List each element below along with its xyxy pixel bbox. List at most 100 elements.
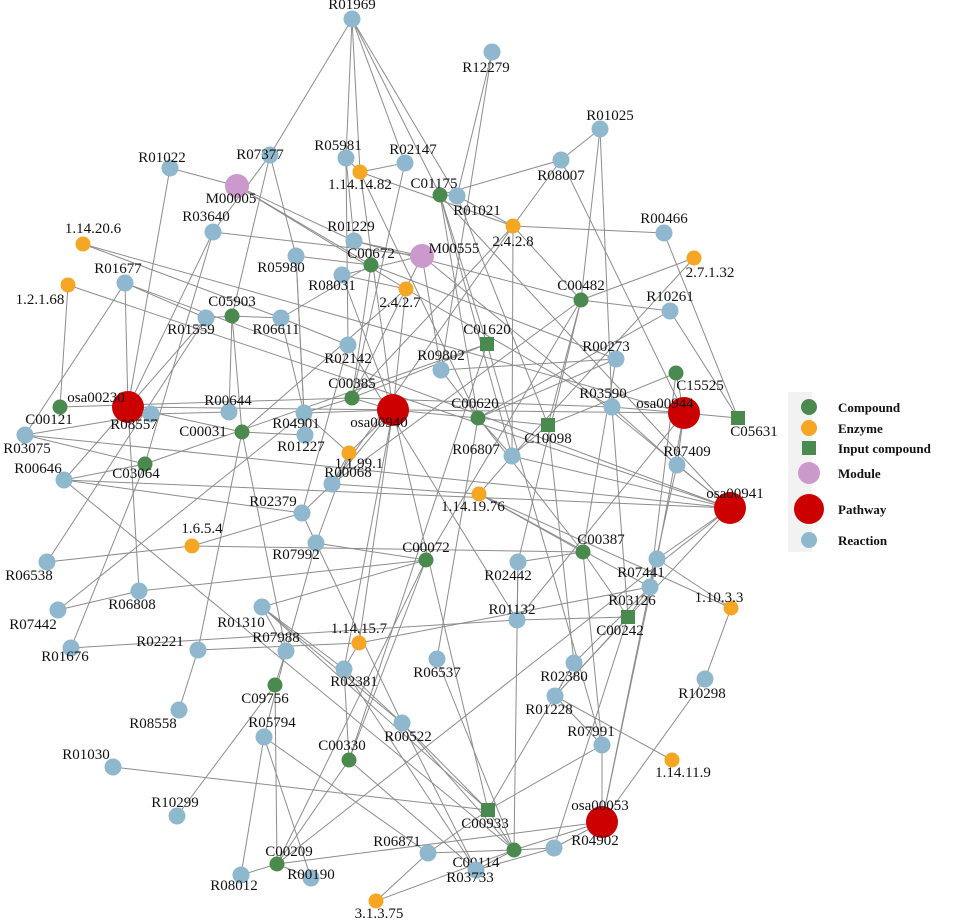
edge-1-10-3-3-r10298 [704,607,732,680]
node-r08031: R08031 [308,266,356,294]
edge-c00385-c00121 [59,397,353,408]
node-r02442: R02442 [484,553,532,584]
node-label: C00387 [577,532,625,548]
node-r01559: R01559 [167,309,215,338]
compound-node-symbol [575,544,591,560]
node-r08558: R08558 [129,701,188,732]
enzyme-node-symbol [723,600,739,616]
compound-node-symbol [418,552,434,568]
node-r10261: R10261 [646,289,694,320]
reaction-node-symbol [62,639,80,657]
node-label: R06807 [452,442,500,458]
node-r02381: R02381 [330,660,378,690]
node-r01030: R01030 [62,747,122,776]
node-r00466: R00466 [640,211,688,242]
legend-enzyme-symbol [801,420,817,436]
legend-input-compound-label: Input compound [838,441,932,456]
enzyme-node-symbol [341,445,357,461]
edge-r10261-c05631 [669,310,739,419]
pathway-node-symbol [586,806,618,838]
edge-r00646-r02379 [63,479,303,514]
node-label: 1.1.99.1 [335,456,384,472]
node-c00121: C00121 [25,399,73,428]
node-r01969: R01969 [328,0,376,28]
node-r05980: R05980 [257,247,305,276]
edge-r10298-osa00053 [601,678,706,823]
edge-1-2-1-68-c00121 [59,284,69,408]
input-node-symbol [480,337,494,351]
node-label: R04901 [272,416,320,432]
edge-r03590-c00242 [611,406,629,618]
input-node-symbol [481,803,495,817]
node-c01175: C01175 [411,176,457,203]
node-r03590: R03590 [579,386,627,416]
node-c10098: C10098 [524,418,572,447]
node-r03733: R03733 [446,861,494,886]
edge-r01677-osa00941 [124,282,731,509]
module-node-symbol [410,244,434,268]
edge-r00522-c00114 [401,722,515,851]
reaction-node-symbol [197,309,215,327]
node-label: C00242 [596,623,644,639]
edge-r07992-r00522 [315,542,403,724]
edge-r08557-r00644 [150,411,230,415]
node-r01227: R01227 [277,426,325,455]
node-r01025: R01025 [586,108,634,138]
node-r08557: R08557 [110,405,160,433]
node-label: C00672 [347,246,395,262]
node-3-1-3-75: 3.1.3.75 [355,893,403,922]
edge-r03075-osa00941 [24,434,731,509]
pathway-node-symbol [112,391,144,423]
node-r07988: R07988 [252,630,300,660]
edge-r07441-1-10-3-3 [656,558,732,609]
node-1-14-19-76: 1.14.19.76 [441,486,505,515]
node-label: 1.14.14.82 [328,177,392,193]
node-r10298: R10298 [678,670,726,702]
edge-r00273-c00387 [582,358,617,553]
edge-c00387-c00242 [582,551,629,618]
edge-c00672-c00385 [351,264,372,399]
edge-osa00944-r01132 [516,412,685,621]
edge-m00005-2-4-2-7 [236,185,407,290]
reaction-node-symbol [287,247,305,265]
edge-c03064-r00646 [63,463,146,481]
node-r07377: R07377 [236,146,284,164]
edge-1-14-19-76-1-10-3-3 [478,493,732,609]
node-label: R10298 [678,686,726,702]
node-label: R01969 [328,0,376,13]
edge-2-4-2-8-c00385 [351,225,514,399]
reaction-node-symbol [641,578,659,596]
node-r01021: R01021 [448,187,501,219]
edge-r02221-1-14-15-7 [197,642,360,651]
node-label: 1.6.5.4 [181,521,223,537]
node-1-10-3-3: 1.10.3.3 [695,590,743,616]
edge-2-4-2-8-c00482 [512,225,582,301]
compound-node-symbol [341,752,357,768]
reaction-node-symbol [295,404,313,422]
reaction-node-symbol [593,736,611,754]
node-label: R01228 [525,702,573,718]
edge-r00522-r03733 [401,722,477,871]
edge-r01310-c00933 [261,606,489,811]
edge-r05981-r01229 [345,157,355,242]
edge-c00387-r02442 [517,551,584,563]
node-label: R07377 [236,147,284,163]
edge-r03640-c03064 [144,231,214,465]
edge-c00072-c00330 [348,559,427,761]
edge-c00482-r00068 [331,299,582,485]
legend-item-module: Module [798,462,881,484]
node-r06807: R06807 [452,442,521,465]
edge-c00387-r07991 [582,551,603,746]
node-label: R07442 [9,617,57,633]
reaction-node-symbol [503,447,521,465]
edge-r07991-c00933 [487,744,603,811]
node-label: C00031 [179,424,227,440]
legend-compound-symbol [801,399,817,415]
node-r00273: R00273 [582,339,630,368]
node-label: 2.7.1.32 [686,265,735,281]
reaction-node-symbol [253,598,271,616]
reaction-node-symbol [272,309,290,327]
node-label: 1.14.20.6 [65,221,122,237]
edge-r02142-r01132 [347,344,518,621]
compound-node-symbol [267,677,283,693]
